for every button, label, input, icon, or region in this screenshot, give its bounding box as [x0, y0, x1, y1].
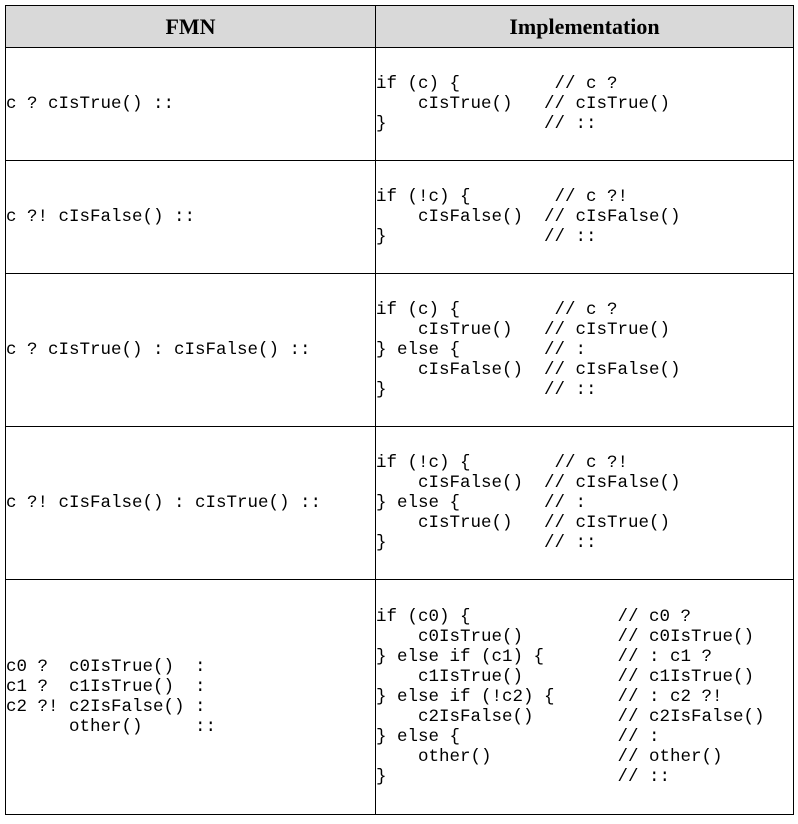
fmn-cell: c ? cIsTrue() : cIsFalse() ::: [5, 273, 376, 427]
header-implementation: Implementation: [375, 5, 794, 48]
table-row: c0 ? c0IsTrue() : c1 ? c1IsTrue() : c2 ?…: [5, 579, 794, 815]
implementation-code: if (c) { // c ? cIsTrue() // cIsTrue() }…: [376, 300, 681, 400]
table-row: c ? cIsTrue() :: if (c) { // c ? cIsTrue…: [5, 47, 794, 161]
fmn-cell: c0 ? c0IsTrue() : c1 ? c1IsTrue() : c2 ?…: [5, 579, 376, 815]
implementation-code: if (!c) { // c ?! cIsFalse() // cIsFalse…: [376, 453, 681, 553]
implementation-code: if (c) { // c ? cIsTrue() // cIsTrue() }…: [376, 74, 671, 134]
implementation-cell: if (c) { // c ? cIsTrue() // cIsTrue() }…: [375, 273, 794, 427]
fmn-code: c0 ? c0IsTrue() : c1 ? c1IsTrue() : c2 ?…: [6, 657, 217, 737]
implementation-code: if (c0) { // c0 ? c0IsTrue() // c0IsTrue…: [376, 607, 765, 787]
implementation-cell: if (c) { // c ? cIsTrue() // cIsTrue() }…: [375, 47, 794, 161]
fmn-code: c ? cIsTrue() : cIsFalse() ::: [6, 340, 311, 360]
fmn-implementation-table: FMN Implementation c ? cIsTrue() :: if (…: [5, 5, 794, 815]
fmn-cell: c ?! cIsFalse() ::: [5, 160, 376, 274]
implementation-code: if (!c) { // c ?! cIsFalse() // cIsFalse…: [376, 187, 681, 247]
header-row: FMN Implementation: [5, 5, 794, 48]
implementation-cell: if (!c) { // c ?! cIsFalse() // cIsFalse…: [375, 426, 794, 580]
table-row: c ?! cIsFalse() : cIsTrue() :: if (!c) {…: [5, 426, 794, 580]
fmn-code: c ?! cIsFalse() : cIsTrue() ::: [6, 493, 322, 513]
fmn-cell: c ?! cIsFalse() : cIsTrue() ::: [5, 426, 376, 580]
header-fmn: FMN: [5, 5, 376, 48]
implementation-cell: if (c0) { // c0 ? c0IsTrue() // c0IsTrue…: [375, 579, 794, 815]
fmn-code: c ?! cIsFalse() ::: [6, 207, 196, 227]
fmn-cell: c ? cIsTrue() ::: [5, 47, 376, 161]
table-row: c ?! cIsFalse() :: if (!c) { // c ?! cIs…: [5, 160, 794, 274]
table-row: c ? cIsTrue() : cIsFalse() :: if (c) { /…: [5, 273, 794, 427]
fmn-code: c ? cIsTrue() ::: [6, 94, 175, 114]
implementation-cell: if (!c) { // c ?! cIsFalse() // cIsFalse…: [375, 160, 794, 274]
